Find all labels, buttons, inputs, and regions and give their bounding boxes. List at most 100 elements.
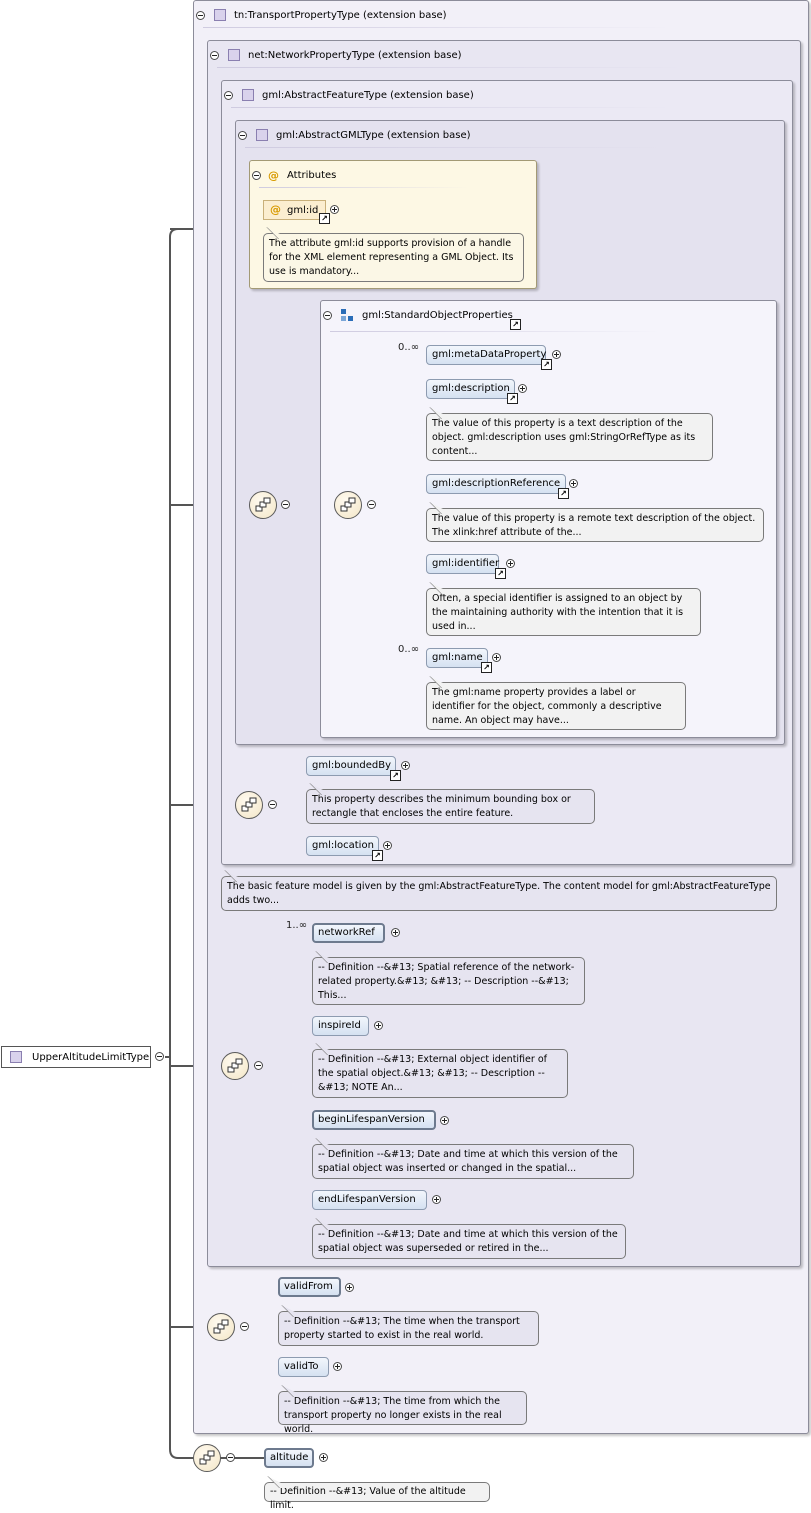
transport-type-label: tn:TransportPropertyType (extension base… xyxy=(234,9,447,21)
gml-identifier-documentation: Often, a special identifier is assigned … xyxy=(426,588,701,636)
expand-icon[interactable] xyxy=(319,1453,328,1462)
collapse-icon[interactable] xyxy=(281,500,290,509)
complex-type-icon xyxy=(242,89,254,101)
collapse-icon[interactable] xyxy=(196,10,205,20)
arrow-link-icon[interactable]: ↗ xyxy=(481,662,492,673)
arrow-link-icon[interactable]: ↗ xyxy=(390,770,401,781)
header-rule xyxy=(259,187,469,188)
expand-icon[interactable] xyxy=(374,1021,383,1030)
collapse-icon[interactable] xyxy=(240,1322,249,1331)
root-label: UpperAltitudeLimitType xyxy=(32,1051,150,1063)
arrow-link-icon[interactable]: ↗ xyxy=(495,568,506,579)
expand-icon[interactable] xyxy=(552,350,561,359)
collapse-icon[interactable] xyxy=(323,310,332,320)
gml-descriptionreference-documentation: The value of this property is a remote t… xyxy=(426,508,764,542)
expand-icon[interactable] xyxy=(492,653,501,662)
at-sign-icon: @ xyxy=(270,203,281,216)
attributes-title: Attributes xyxy=(287,169,337,181)
arrow-link-icon[interactable]: ↗ xyxy=(541,359,552,370)
gml-boundedby-documentation: This property describes the minimum boun… xyxy=(306,789,595,824)
expand-icon[interactable] xyxy=(440,1116,449,1125)
beginlifespanversion-documentation: -- Definition --&#13; Date and time at w… xyxy=(312,1144,634,1179)
expand-icon[interactable] xyxy=(330,205,339,214)
collapse-icon[interactable] xyxy=(155,1052,164,1061)
header-rule xyxy=(203,27,673,28)
complex-type-icon xyxy=(214,9,226,21)
feature-type-label: gml:AbstractFeatureType (extension base) xyxy=(262,89,474,101)
element-gml-identifier[interactable]: gml:identifier xyxy=(426,554,499,574)
attributes-header: @ Attributes xyxy=(252,166,336,184)
expand-icon[interactable] xyxy=(383,841,392,850)
gml-name-documentation: The gml:name property provides a label o… xyxy=(426,682,686,730)
collapse-icon[interactable] xyxy=(238,130,247,140)
collapse-icon[interactable] xyxy=(226,1453,235,1462)
arrow-link-icon[interactable]: ↗ xyxy=(372,850,383,861)
header-rule xyxy=(231,107,671,108)
element-validto[interactable]: validTo xyxy=(278,1357,329,1377)
sequence-compositor-icon[interactable] xyxy=(207,1313,235,1341)
expand-icon[interactable] xyxy=(401,761,410,770)
collapse-icon[interactable] xyxy=(367,500,376,509)
complex-type-icon xyxy=(228,49,240,61)
validfrom-documentation: -- Definition --&#13; The time when the … xyxy=(278,1311,539,1346)
element-endlifespanversion[interactable]: endLifespanVersion xyxy=(312,1190,427,1210)
arrow-link-icon[interactable]: ↗ xyxy=(558,488,569,499)
collapse-icon[interactable] xyxy=(224,90,233,100)
expand-icon[interactable] xyxy=(569,479,578,488)
feature-type-header: gml:AbstractFeatureType (extension base) xyxy=(224,86,474,104)
expand-icon[interactable] xyxy=(506,559,515,568)
sequence-compositor-icon[interactable] xyxy=(249,491,277,519)
transport-type-header: tn:TransportPropertyType (extension base… xyxy=(196,6,447,24)
collapse-icon[interactable] xyxy=(210,50,219,60)
element-altitude[interactable]: altitude xyxy=(264,1448,314,1468)
expand-icon[interactable] xyxy=(345,1283,354,1292)
gml-type-header: gml:AbstractGMLType (extension base) xyxy=(238,126,471,144)
complex-type-icon xyxy=(256,129,268,141)
expand-icon[interactable] xyxy=(432,1195,441,1204)
abstract-feature-type-documentation: The basic feature model is given by the … xyxy=(221,876,777,911)
element-networkref[interactable]: networkRef xyxy=(312,923,385,943)
collapse-icon[interactable] xyxy=(268,800,277,809)
group-header: gml:StandardObjectProperties xyxy=(323,306,513,324)
at-sign-icon: @ xyxy=(268,168,279,182)
element-inspireid[interactable]: inspireId xyxy=(312,1016,369,1036)
element-gml-name[interactable]: gml:name xyxy=(426,648,488,668)
header-rule xyxy=(330,331,660,332)
arrow-link-icon[interactable]: ↗ xyxy=(510,319,521,330)
element-gml-location[interactable]: gml:location xyxy=(306,836,379,856)
arrow-link-icon[interactable]: ↗ xyxy=(507,393,518,404)
element-gml-metadataproperty[interactable]: gml:metaDataProperty xyxy=(426,345,546,365)
networkref-documentation: -- Definition --&#13; Spatial reference … xyxy=(312,957,585,1005)
cardinality-label: 1..∞ xyxy=(286,920,308,931)
expand-icon[interactable] xyxy=(333,1362,342,1371)
altitude-documentation: -- Definition --&#13; Value of the altit… xyxy=(264,1482,490,1511)
element-gml-descriptionreference[interactable]: gml:descriptionReference xyxy=(426,474,566,494)
expand-icon[interactable] xyxy=(391,928,400,937)
attribute-gml-id[interactable]: @gml:id xyxy=(263,200,326,220)
validto-documentation: -- Definition --&#13; The time from whic… xyxy=(278,1391,527,1435)
element-gml-boundedby[interactable]: gml:boundedBy xyxy=(306,756,396,776)
sequence-compositor-icon[interactable] xyxy=(221,1052,249,1080)
collapse-icon[interactable] xyxy=(254,1061,263,1070)
element-beginlifespanversion[interactable]: beginLifespanVersion xyxy=(312,1110,436,1130)
sequence-compositor-icon[interactable] xyxy=(235,791,263,819)
inspireid-documentation: -- Definition --&#13; External object id… xyxy=(312,1049,568,1098)
arrow-link-icon[interactable]: ↗ xyxy=(319,213,330,224)
cardinality-label: 0..∞ xyxy=(398,644,420,655)
network-type-label: net:NetworkPropertyType (extension base) xyxy=(248,49,462,61)
gml-id-documentation: The attribute gml:id supports provision … xyxy=(263,233,524,282)
sequence-compositor-icon[interactable] xyxy=(334,491,362,519)
collapse-icon[interactable] xyxy=(252,170,261,180)
group-title: gml:StandardObjectProperties xyxy=(362,309,513,321)
element-gml-description[interactable]: gml:description xyxy=(426,379,515,399)
header-rule xyxy=(245,147,665,148)
sequence-compositor-icon[interactable] xyxy=(193,1444,221,1472)
gml-description-documentation: The value of this property is a text des… xyxy=(426,413,713,461)
group-icon xyxy=(341,309,353,321)
expand-icon[interactable] xyxy=(518,384,527,393)
root-complex-type[interactable]: UpperAltitudeLimitType xyxy=(1,1046,151,1068)
header-rule xyxy=(217,67,687,68)
element-validfrom[interactable]: validFrom xyxy=(278,1277,341,1297)
endlifespanversion-documentation: -- Definition --&#13; Date and time at w… xyxy=(312,1224,626,1259)
gml-type-label: gml:AbstractGMLType (extension base) xyxy=(276,129,471,141)
